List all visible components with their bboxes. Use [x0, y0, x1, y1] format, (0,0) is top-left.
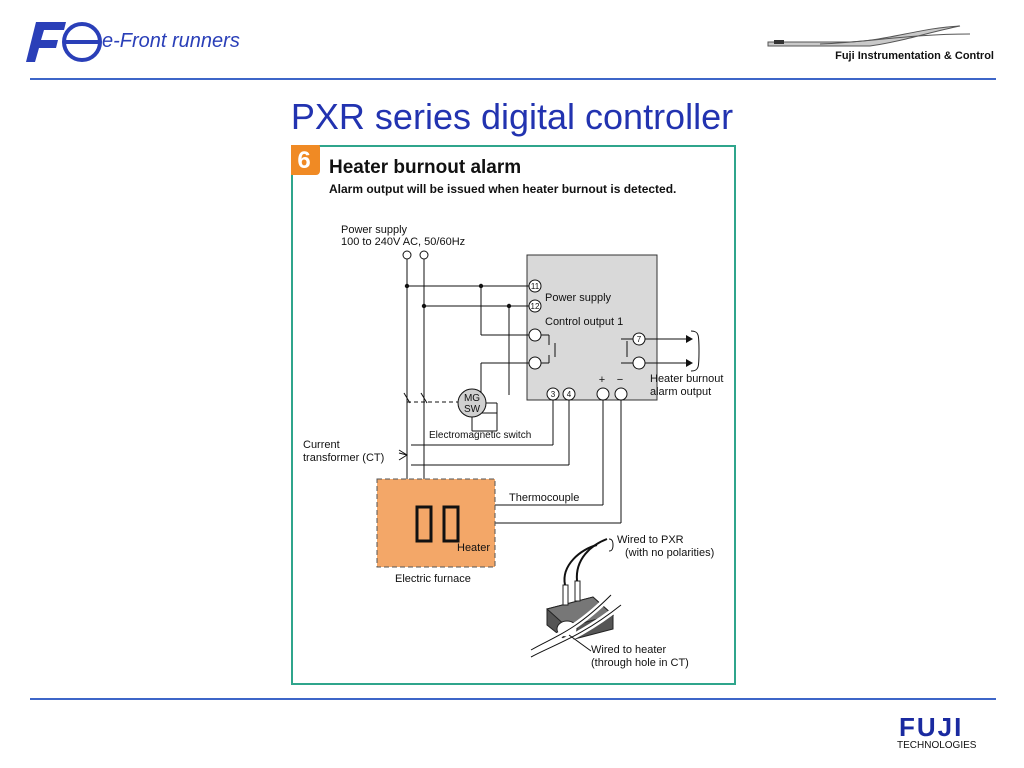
terminal-8 — [632, 356, 646, 370]
furnace-label: Electric furnace — [395, 573, 471, 585]
svg-text:11: 11 — [531, 282, 540, 291]
terminal-plus — [596, 387, 610, 401]
speed-swoosh-logo — [767, 25, 971, 47]
terminal-10 — [528, 356, 542, 370]
wired-to-pxr-label: Wired to PXR — [617, 534, 684, 546]
terminal-11 — [528, 279, 542, 293]
wired-to-heater-label: Wired to heater — [591, 644, 667, 656]
wiring-diagram: 6 Heater burnout alarm Alarm output will… — [291, 145, 723, 669]
minus-sign: − — [617, 374, 623, 386]
plus-sign: + — [599, 374, 605, 386]
terminal-4 — [562, 387, 576, 401]
current-transformer-illustration — [529, 538, 623, 660]
power-supply-label: Power supply — [341, 224, 408, 236]
pxr-controller — [526, 254, 658, 401]
ct-label: Current — [303, 439, 340, 451]
terminal-minus — [614, 387, 628, 401]
terminal-label-power: Power supply — [545, 292, 612, 304]
alarm-output-label-2: alarm output — [650, 386, 711, 398]
fuji-logo: FUJI — [899, 714, 963, 740]
alarm-output-label: Heater burnout — [650, 373, 723, 385]
section-heading: Heater burnout alarm — [329, 157, 521, 178]
section-number: 6 — [297, 147, 310, 174]
fe-logo — [26, 22, 102, 62]
section-number-badge — [291, 145, 320, 175]
terminal-label-control-output: Control output 1 — [545, 316, 623, 328]
thermocouple-label: Thermocouple — [509, 492, 579, 504]
wired-to-pxr-note: (with no polarities) — [625, 547, 714, 559]
svg-text:MG: MG — [464, 393, 480, 404]
terminal-9 — [528, 328, 542, 342]
terminal-12 — [528, 299, 542, 313]
company-name: Fuji Instrumentation & Control — [835, 50, 994, 62]
power-supply-rating: 100 to 240V AC, 50/60Hz — [341, 236, 465, 248]
heater-label: Heater — [457, 542, 490, 554]
slide-title: PXR series digital controller — [290, 96, 734, 137]
diagram-panel — [291, 145, 736, 685]
svg-text:7: 7 — [637, 335, 642, 344]
em-switch-label: Electromagnetic switch — [429, 430, 531, 441]
section-subheading: Alarm output will be issued when heater … — [329, 182, 676, 196]
terminal-7 — [632, 332, 646, 346]
svg-text:SW: SW — [464, 404, 481, 415]
heater-element-1 — [415, 505, 433, 543]
svg-text:12: 12 — [531, 302, 540, 311]
svg-text:FUJI: FUJI — [899, 714, 963, 740]
electric-furnace — [376, 478, 496, 568]
bottom-divider — [30, 698, 996, 700]
heater-element-2 — [442, 505, 460, 543]
ct-label-2: transformer (CT) — [303, 452, 384, 464]
top-divider — [30, 78, 996, 80]
terminal-3 — [546, 387, 560, 401]
svg-text:3: 3 — [551, 390, 556, 399]
wired-to-heater-note: (through hole in CT) — [591, 657, 689, 669]
svg-text:4: 4 — [567, 390, 572, 399]
fuji-technologies-label: TECHNOLOGIES — [897, 740, 977, 751]
logo-text: e-Front runners — [102, 30, 240, 52]
